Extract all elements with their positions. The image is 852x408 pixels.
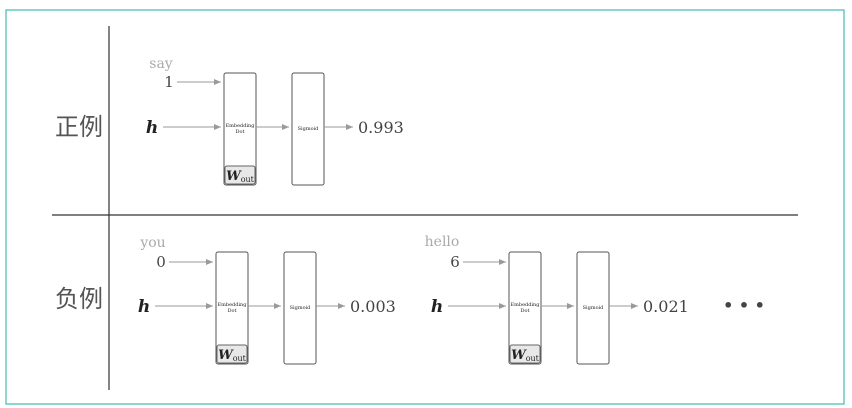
- sigmoid-box: [291, 72, 325, 186]
- w-out-badge: [509, 344, 541, 364]
- target-index: 6: [450, 253, 460, 271]
- negative-example-2: hello 6 h Embedding Dot Wout Sigmoid 0.0…: [425, 234, 689, 365]
- embedding-dot-box: [223, 72, 257, 186]
- dot-label: Dot: [227, 308, 236, 314]
- output-value: 0.993: [358, 118, 404, 137]
- target-word: hello: [425, 234, 460, 250]
- output-value: 0.021: [643, 297, 689, 316]
- positive-label: 正例: [55, 113, 103, 141]
- embedding-label: Embedding: [226, 123, 256, 129]
- embedding-dot-box: [215, 251, 249, 365]
- target-index: 1: [164, 73, 174, 91]
- target-word: you: [139, 235, 165, 251]
- w-out-label: Wout: [226, 169, 255, 184]
- target-word: say: [149, 56, 173, 72]
- w-out-label: Wout: [511, 348, 540, 363]
- embedding-dot-box: [508, 251, 542, 365]
- dot-label: Dot: [520, 308, 529, 314]
- outer-frame: [5, 9, 845, 405]
- sigmoid-label: Sigmoid: [583, 305, 605, 311]
- w-out-badge: [216, 344, 248, 364]
- sigmoid-box: [283, 251, 317, 365]
- sigmoid-box: [576, 251, 610, 365]
- w-out-badge: [224, 165, 256, 185]
- hidden-vector-h: h: [146, 118, 158, 138]
- embedding-label: Embedding: [218, 302, 248, 308]
- positive-example: say 1 h Embedding Dot Wout Sigmoid 0.993: [146, 56, 404, 186]
- embedding-label: Embedding: [511, 302, 541, 308]
- target-index: 0: [156, 253, 166, 271]
- ellipsis: • • •: [723, 296, 765, 315]
- hidden-vector-h: h: [431, 297, 443, 317]
- dot-label: Dot: [235, 129, 244, 135]
- sigmoid-label: Sigmoid: [298, 126, 320, 132]
- w-out-label: Wout: [218, 348, 247, 363]
- output-value: 0.003: [350, 297, 396, 316]
- negative-label: 负例: [55, 285, 103, 313]
- hidden-vector-h: h: [138, 297, 150, 317]
- sigmoid-label: Sigmoid: [290, 305, 312, 311]
- negative-example-1: you 0 h Embedding Dot Wout Sigmoid 0.003: [138, 235, 396, 365]
